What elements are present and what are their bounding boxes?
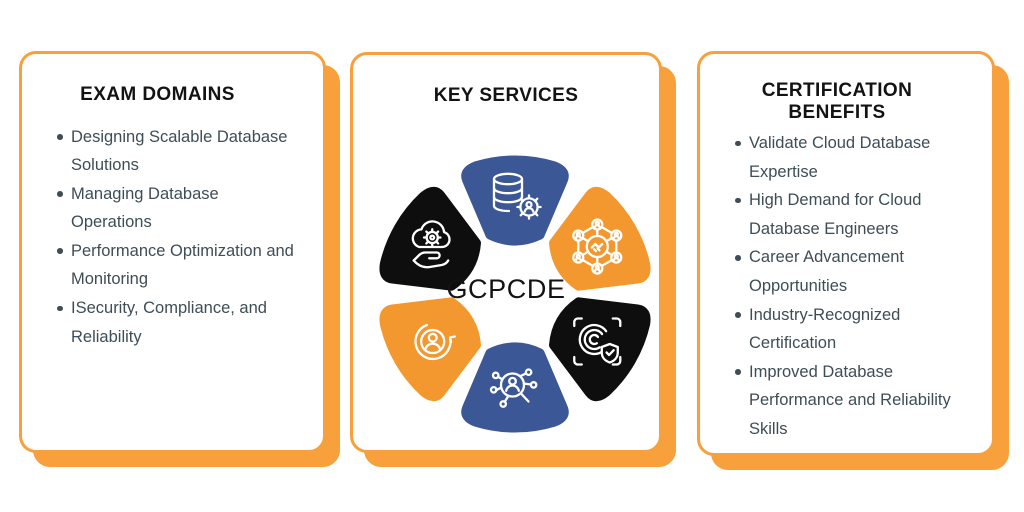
list-item: High Demand for Cloud Database Engineers <box>735 186 988 243</box>
gcpcde-label: GCPCDE <box>446 274 566 304</box>
user-refresh-icon <box>414 323 456 361</box>
card-certification-benefits: CERTIFICATION BENEFITS Validate Cloud Da… <box>697 51 995 456</box>
certification-benefits-list: Validate Cloud Database Expertise High D… <box>700 129 992 444</box>
petal-top <box>461 155 569 246</box>
petal-upper-left <box>379 186 481 291</box>
list-item: Managing Database Operations <box>57 180 319 237</box>
list-item: Validate Cloud Database Expertise <box>735 129 988 186</box>
card-exam-domains: EXAM DOMAINS Designing Scalable Database… <box>19 51 326 453</box>
key-services-title: KEY SERVICES <box>433 85 579 106</box>
services-diagram <box>379 155 651 433</box>
petal-upper-right <box>549 186 651 291</box>
list-item: Industry-Recognized Certification <box>735 301 988 358</box>
database-gear-icon <box>492 172 542 220</box>
exam-domains-title: EXAM DOMAINS <box>80 84 235 105</box>
petal-bottom <box>461 342 569 433</box>
handshake-network-icon <box>572 218 623 275</box>
user-network-icon <box>489 368 538 408</box>
list-item: Improved Database Performance and Reliab… <box>735 358 988 444</box>
fingerprint-shield-icon <box>573 317 622 366</box>
list-item: ISecurity, Compliance, and Reliability <box>57 294 319 351</box>
cloud-gear-hand-icon <box>411 220 451 269</box>
petal-lower-left <box>379 297 481 402</box>
list-item: Designing Scalable Database Solutions <box>57 123 319 180</box>
list-item: Career Advancement Opportunities <box>735 243 988 300</box>
certification-benefits-title: CERTIFICATION BENEFITS <box>761 80 913 123</box>
card-key-services: KEY SERVICES <box>350 52 662 453</box>
list-item: Performance Optimization and Monitoring <box>57 237 319 294</box>
petal-lower-right <box>549 297 651 402</box>
exam-domains-list: Designing Scalable Database Solutions Ma… <box>22 123 323 352</box>
